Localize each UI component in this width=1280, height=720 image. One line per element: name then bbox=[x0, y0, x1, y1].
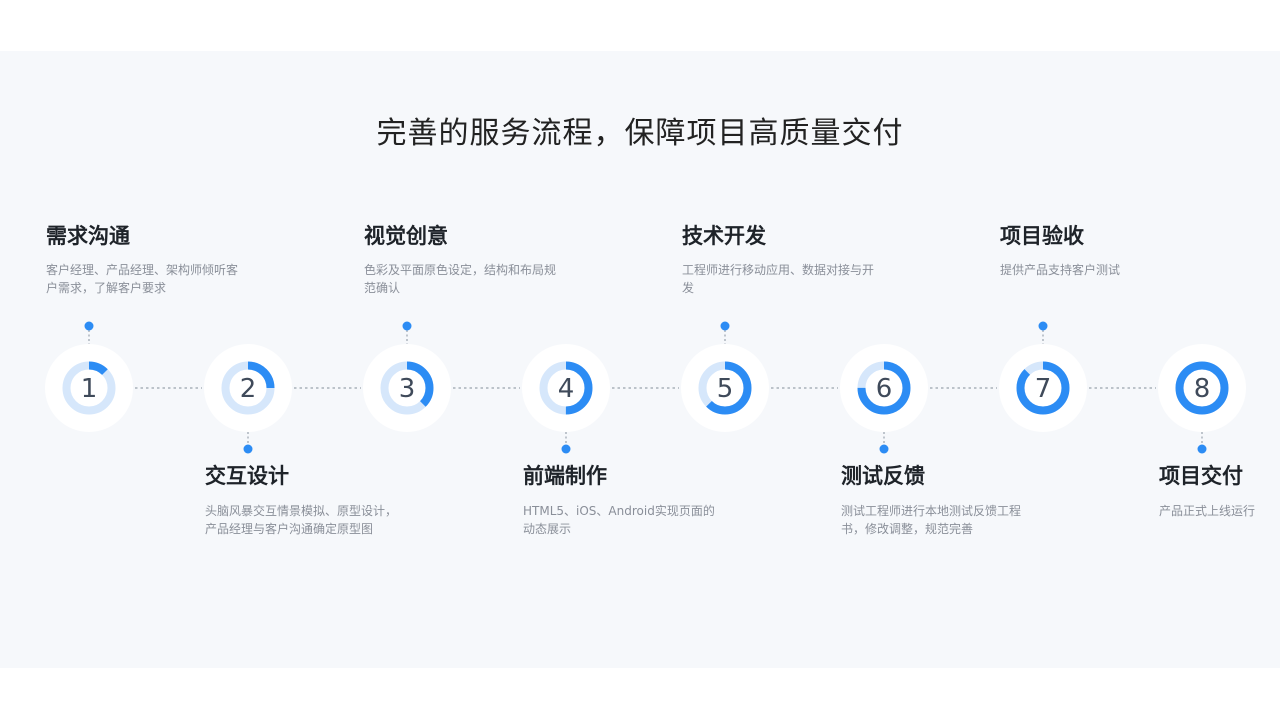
step-description: 测试工程师进行本地测试反馈工程书，修改调整，规范完善 bbox=[841, 504, 1022, 536]
step-title: 视觉创意 bbox=[364, 224, 448, 248]
step-title: 项目交付 bbox=[1159, 464, 1243, 488]
step-description: 提供产品支持客户测试 bbox=[1000, 263, 1121, 277]
step-description: 客户经理、产品经理、架构师倾听客户需求，了解客户要求 bbox=[46, 263, 239, 295]
page-title: 完善的服务流程，保障项目高质量交付 bbox=[376, 116, 904, 151]
step-description: 产品正式上线运行 bbox=[1159, 504, 1256, 518]
step-description: HTML5、iOS、Android实现页面的动态展示 bbox=[523, 504, 715, 536]
step-description: 工程师进行移动应用、数据对接与开发 bbox=[682, 263, 875, 295]
step-title: 交互设计 bbox=[205, 464, 289, 488]
step-title: 测试反馈 bbox=[841, 464, 925, 488]
step-title: 需求沟通 bbox=[46, 224, 130, 248]
step-title: 前端制作 bbox=[523, 464, 607, 488]
step-description: 头脑风暴交互情景模拟、原型设计，产品经理与客户沟通确定原型图 bbox=[205, 504, 398, 536]
step-description: 色彩及平面原色设定，结构和布局规范确认 bbox=[364, 263, 557, 295]
step-title: 项目验收 bbox=[1000, 224, 1084, 248]
step-title: 技术开发 bbox=[682, 224, 766, 248]
